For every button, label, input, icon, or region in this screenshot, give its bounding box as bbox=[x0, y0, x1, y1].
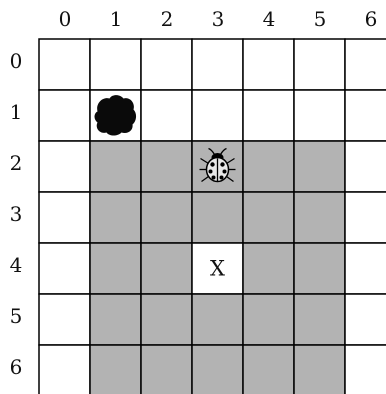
row-label-3: 3 bbox=[10, 202, 23, 226]
grid-cell-r1-c3[interactable] bbox=[192, 90, 243, 141]
col-label-6: 6 bbox=[365, 7, 378, 31]
grid-cell-r3-c5[interactable] bbox=[294, 192, 345, 243]
grid-cell-r4-c6[interactable] bbox=[345, 243, 386, 294]
col-label-5: 5 bbox=[314, 7, 327, 31]
row-label-4: 4 bbox=[10, 253, 23, 277]
grid-cell-r4-c2[interactable] bbox=[141, 243, 192, 294]
grid-cell-r1-c2[interactable] bbox=[141, 90, 192, 141]
grid-cell-r2-c4[interactable] bbox=[243, 141, 294, 192]
grid-cell-r2-c0[interactable] bbox=[39, 141, 90, 192]
target-marker: X bbox=[210, 257, 225, 281]
grid-cells bbox=[39, 39, 386, 394]
grid-cell-r5-c2[interactable] bbox=[141, 294, 192, 345]
grid-cell-r0-c6[interactable] bbox=[345, 39, 386, 90]
grid-cell-r6-c6[interactable] bbox=[345, 345, 386, 394]
col-label-3: 3 bbox=[212, 7, 225, 31]
grid-cell-r1-c4[interactable] bbox=[243, 90, 294, 141]
grid-cell-r6-c4[interactable] bbox=[243, 345, 294, 394]
grid-cell-r2-c6[interactable] bbox=[345, 141, 386, 192]
grid-cell-r0-c5[interactable] bbox=[294, 39, 345, 90]
row-labels: 0 1 2 3 4 5 6 bbox=[10, 49, 23, 379]
grid-cell-r4-c0[interactable] bbox=[39, 243, 90, 294]
grid-cell-r6-c3[interactable] bbox=[192, 345, 243, 394]
grid-cell-r1-c5[interactable] bbox=[294, 90, 345, 141]
grid-cell-r4-c5[interactable] bbox=[294, 243, 345, 294]
grid-cell-r6-c1[interactable] bbox=[90, 345, 141, 394]
row-label-5: 5 bbox=[10, 304, 23, 328]
grid-cell-r5-c3[interactable] bbox=[192, 294, 243, 345]
grid-cell-r0-c0[interactable] bbox=[39, 39, 90, 90]
col-label-4: 4 bbox=[263, 7, 276, 31]
grid-cell-r0-c3[interactable] bbox=[192, 39, 243, 90]
row-label-2: 2 bbox=[10, 151, 23, 175]
grid-cell-r5-c1[interactable] bbox=[90, 294, 141, 345]
grid-cell-r3-c0[interactable] bbox=[39, 192, 90, 243]
grid-cell-r1-c0[interactable] bbox=[39, 90, 90, 141]
rock-icon bbox=[95, 95, 137, 135]
col-label-0: 0 bbox=[59, 7, 72, 31]
row-label-6: 6 bbox=[10, 355, 23, 379]
grid-cell-r6-c0[interactable] bbox=[39, 345, 90, 394]
col-label-2: 2 bbox=[161, 7, 174, 31]
grid-cell-r0-c2[interactable] bbox=[141, 39, 192, 90]
grid-cell-r5-c0[interactable] bbox=[39, 294, 90, 345]
grid-cell-r0-c1[interactable] bbox=[90, 39, 141, 90]
grid-cell-r4-c4[interactable] bbox=[243, 243, 294, 294]
column-labels: 0 1 2 3 4 5 6 bbox=[59, 7, 378, 31]
grid-cell-r1-c6[interactable] bbox=[345, 90, 386, 141]
grid-cell-r6-c5[interactable] bbox=[294, 345, 345, 394]
grid-cell-r5-c4[interactable] bbox=[243, 294, 294, 345]
row-label-1: 1 bbox=[10, 100, 23, 124]
grid-cell-r3-c2[interactable] bbox=[141, 192, 192, 243]
grid-cell-r3-c4[interactable] bbox=[243, 192, 294, 243]
grid-cell-r0-c4[interactable] bbox=[243, 39, 294, 90]
grid-cell-r3-c6[interactable] bbox=[345, 192, 386, 243]
grid-cell-r5-c5[interactable] bbox=[294, 294, 345, 345]
grid-cell-r5-c6[interactable] bbox=[345, 294, 386, 345]
grid-cell-r2-c1[interactable] bbox=[90, 141, 141, 192]
grid-cell-r3-c1[interactable] bbox=[90, 192, 141, 243]
row-label-0: 0 bbox=[10, 49, 23, 73]
grid-cell-r2-c5[interactable] bbox=[294, 141, 345, 192]
grid-cell-r4-c1[interactable] bbox=[90, 243, 141, 294]
col-label-1: 1 bbox=[110, 7, 123, 31]
grid-cell-r2-c2[interactable] bbox=[141, 141, 192, 192]
grid-cell-r3-c3[interactable] bbox=[192, 192, 243, 243]
grid-cell-r6-c2[interactable] bbox=[141, 345, 192, 394]
